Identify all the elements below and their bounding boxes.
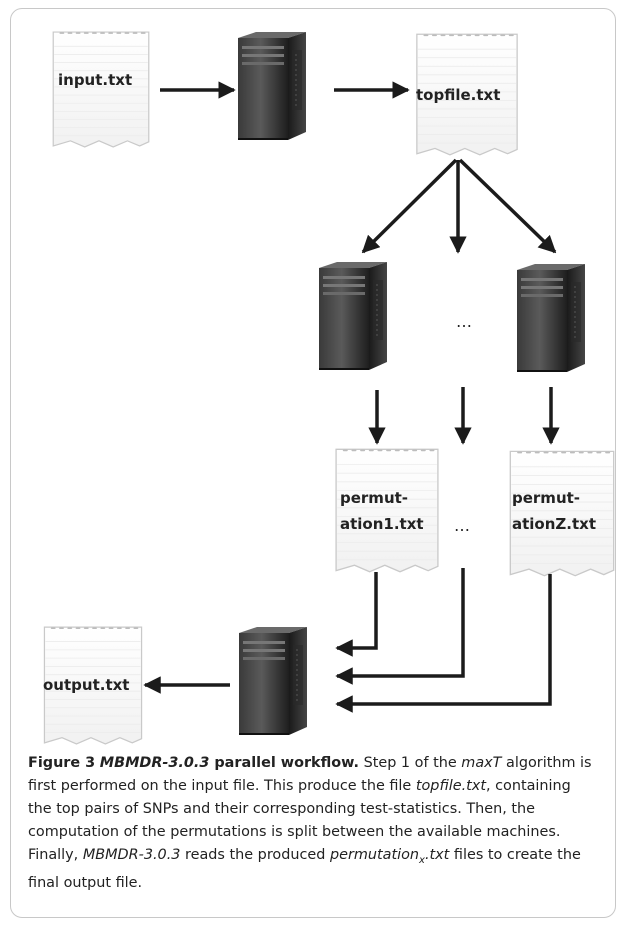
- worker-ellipsis: …: [456, 312, 472, 331]
- worker-computer-1-icon: [318, 262, 388, 371]
- final-computer-icon: [238, 627, 308, 736]
- arrow-middle-to-final: [335, 568, 465, 685]
- permutationZ-label-line1: permut-: [512, 489, 580, 507]
- output-file-doc: output.txt: [43, 626, 143, 745]
- arrow-permZ-to-final: [335, 574, 552, 713]
- caption-text-2: algorithm is first performed on the inpu…: [28, 755, 592, 794]
- permutation-ellipsis: …: [454, 516, 470, 535]
- permutation1-label-line1: permut-: [340, 489, 408, 507]
- caption-title-rest: parallel workflow.: [209, 755, 360, 771]
- arrow-topfile-to-worker1: [361, 158, 458, 254]
- topfile-doc: topfile.txt: [415, 33, 519, 156]
- caption-title-software: MBMDR-3.0.3: [99, 755, 210, 771]
- caption-text-5: files to create the final output file.: [28, 847, 581, 891]
- caption-topfile: topfile.txt: [415, 778, 486, 794]
- arrow-topfile-to-workerZ: [458, 158, 557, 254]
- permutation1-label-line2: ation1.txt: [340, 515, 424, 533]
- caption-maxT: maxT: [461, 755, 502, 771]
- caption-text-1: Step 1 of the: [359, 755, 462, 771]
- caption-perm-sub: x: [419, 854, 425, 866]
- workflow-diagram: input.txt topfile.txt permut- ation1.txt…: [43, 31, 615, 745]
- main-computer-icon: [237, 32, 307, 141]
- permutationZ-doc: permut- ationZ.txt: [509, 450, 615, 577]
- topfile-label: topfile.txt: [416, 86, 500, 104]
- figure-caption: Figure 3 MBMDR-3.0.3 parallel workflow. …: [28, 752, 594, 895]
- input-file-label: input.txt: [58, 71, 132, 89]
- input-file-doc: input.txt: [52, 31, 150, 148]
- caption-mbmdr: MBMDR-3.0.3: [82, 847, 181, 863]
- figure-frame: [10, 8, 616, 918]
- arrow-perm1-to-final: [335, 572, 378, 657]
- caption-text-3: , containing the top pairs of SNPs and t…: [28, 778, 571, 863]
- permutationZ-label-line2: ationZ.txt: [512, 515, 596, 533]
- permutation1-doc: permut- ation1.txt: [335, 448, 439, 573]
- figure-label: Figure 3: [28, 755, 96, 771]
- caption-text-4: reads the produced: [180, 847, 330, 863]
- output-file-label: output.txt: [43, 676, 129, 694]
- caption-perm-ext: .txt: [424, 847, 450, 863]
- worker-computer-z-icon: [516, 264, 586, 373]
- caption-permutation-file: permutationx.txt: [329, 847, 450, 866]
- caption-perm-main: permutation: [329, 847, 420, 863]
